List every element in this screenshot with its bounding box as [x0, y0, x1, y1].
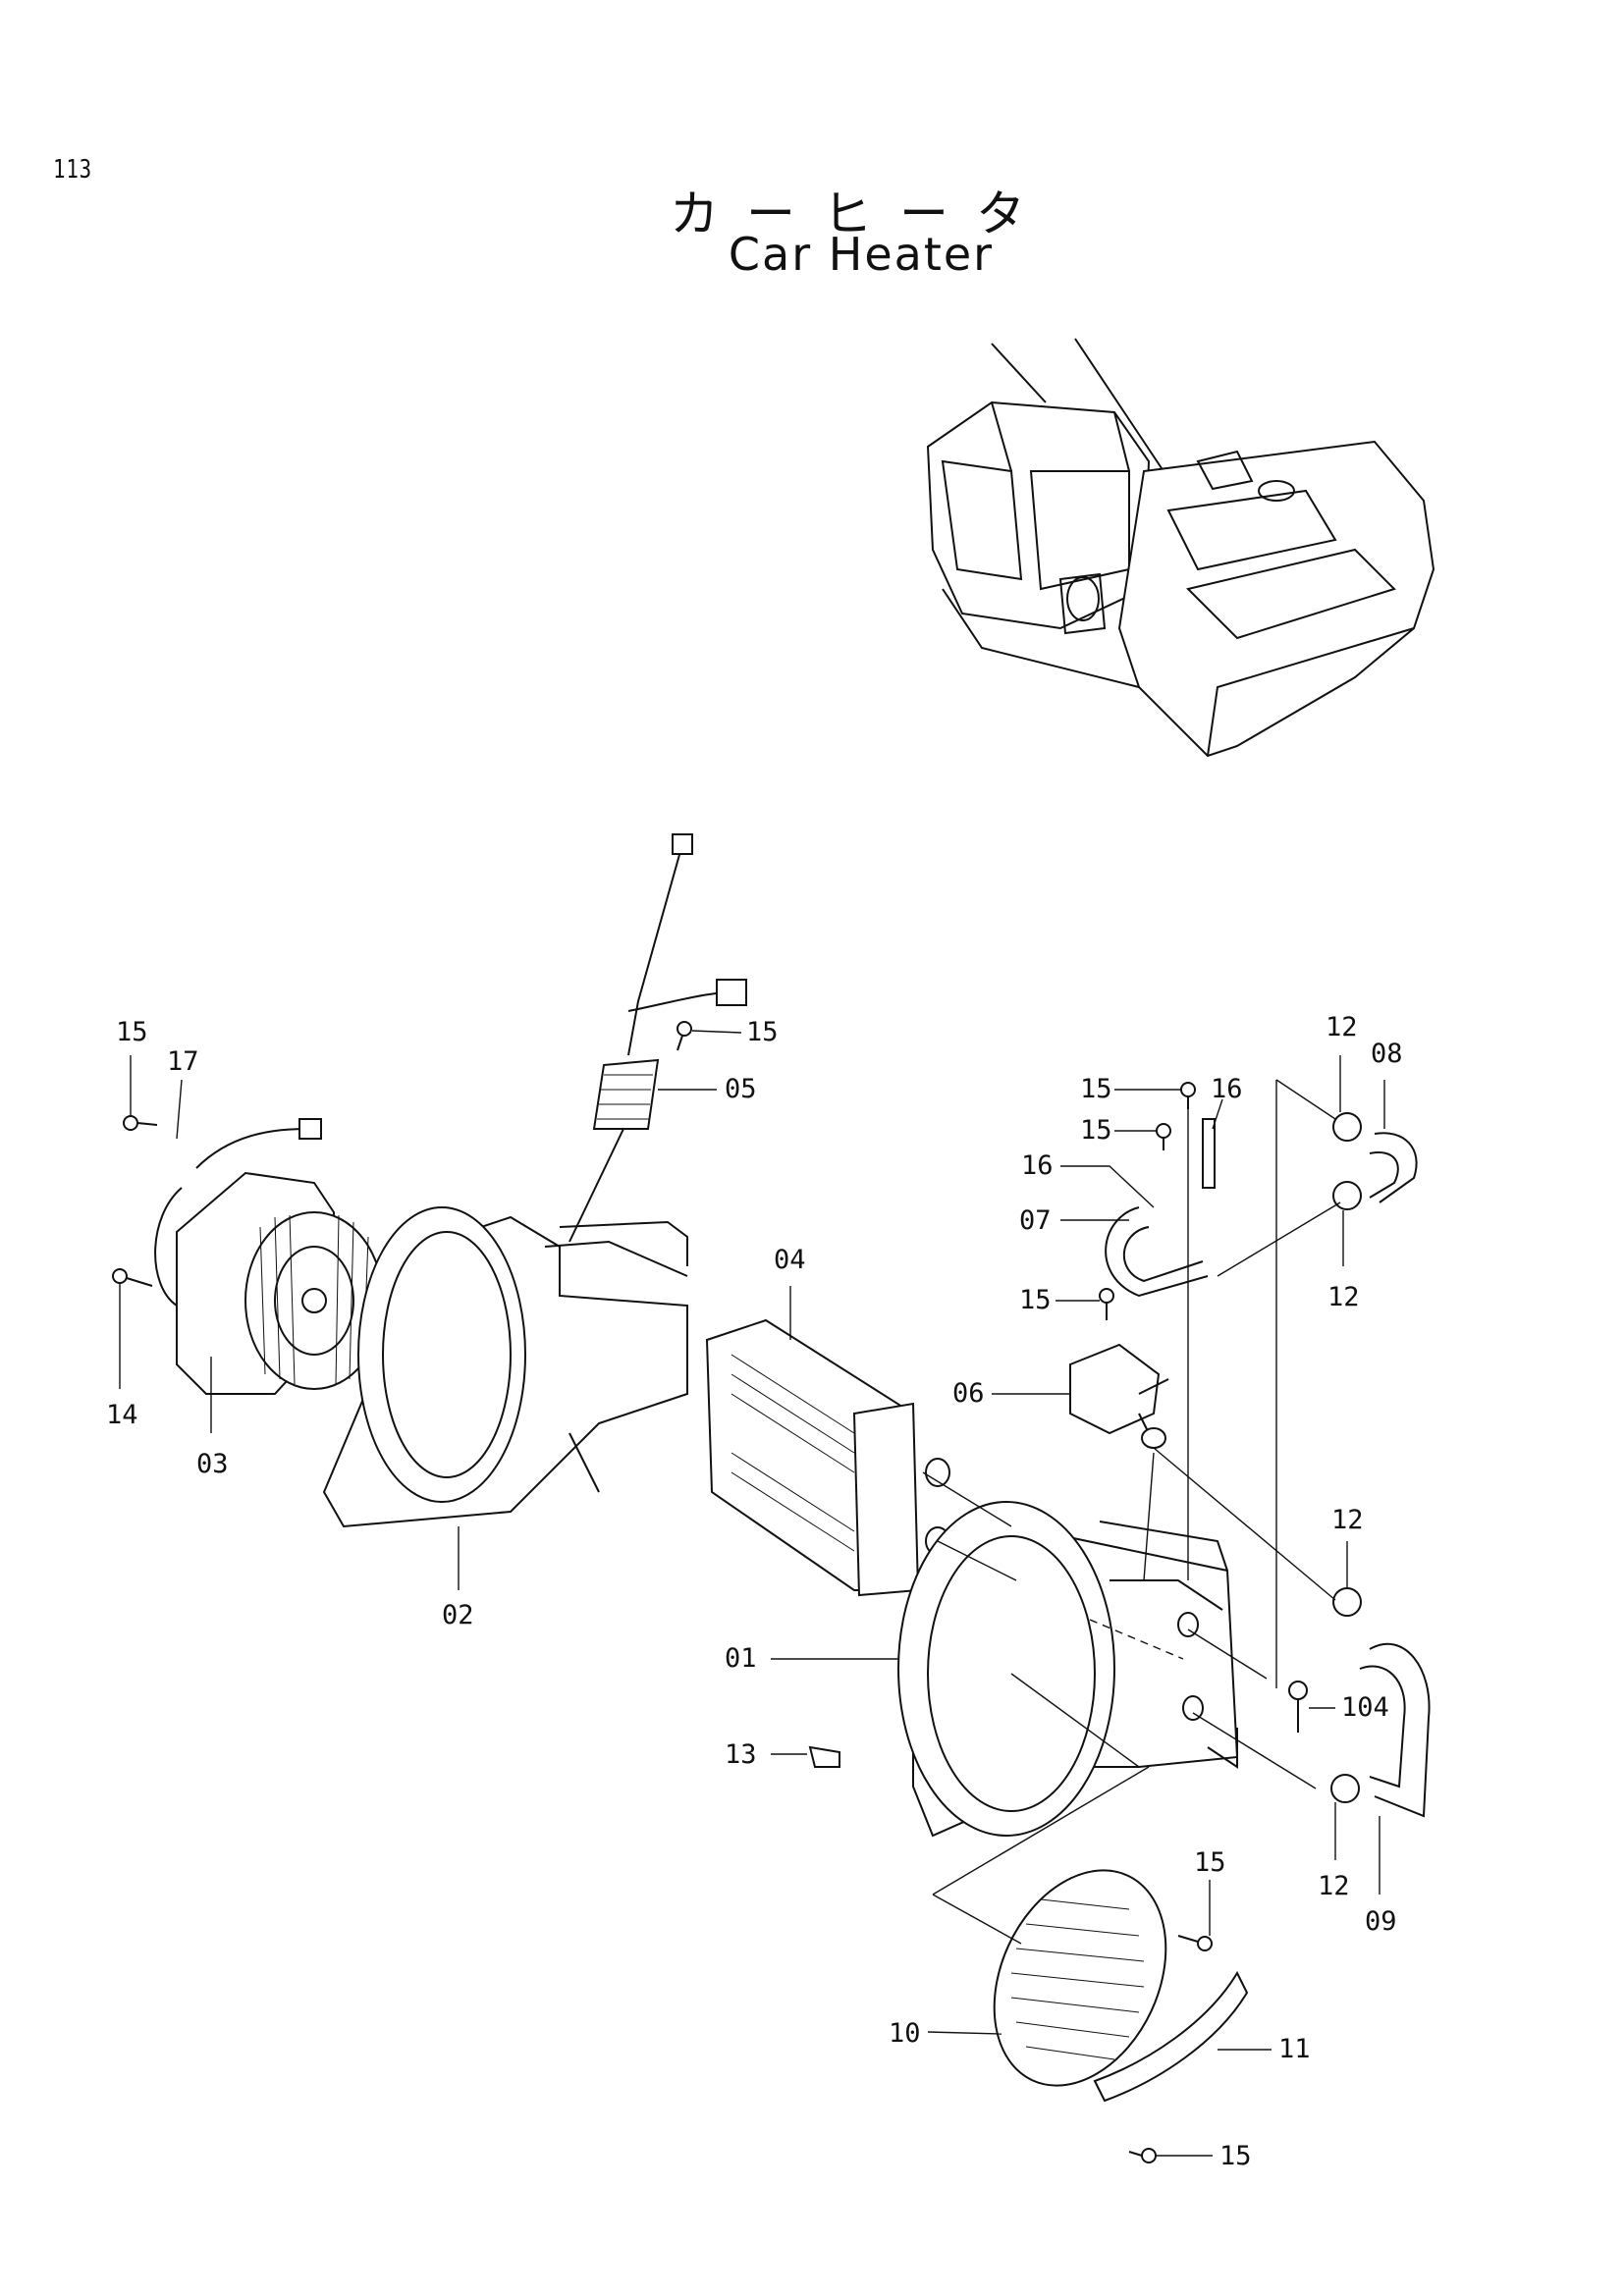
callout-15-grille: 15 [1194, 1847, 1226, 1878]
cover-11 [1093, 1970, 1249, 2103]
hose-07 [1105, 1118, 1216, 1298]
hose-clamp-12-lower [1330, 1774, 1360, 1803]
assembly-guide-lines [922, 1079, 1341, 1945]
callout-15-valve: 15 [1019, 1285, 1052, 1315]
hose-clamp-12-upper [1332, 1181, 1362, 1210]
callout-01: 01 [725, 1643, 757, 1674]
callout-15-cover: 15 [1219, 2141, 1252, 2171]
callout-12-upper: 12 [1327, 1282, 1360, 1312]
callout-12-mid: 12 [1331, 1505, 1364, 1535]
leader-lines [119, 1030, 1385, 2157]
callout-04: 04 [774, 1245, 806, 1275]
hose-09 [1359, 1642, 1431, 1818]
callout-labels: 15 17 14 03 02 15 05 04 15 16 15 16 07 1… [106, 1012, 1403, 2171]
page-number: 113 [53, 155, 92, 185]
callout-17: 17 [167, 1046, 199, 1077]
heater-case-01 [897, 1501, 1239, 1838]
callout-10: 10 [889, 2018, 921, 2049]
callout-12-lower: 12 [1318, 1871, 1350, 1901]
callout-08: 08 [1371, 1039, 1403, 1069]
bolt-15-valve-mid [1156, 1123, 1171, 1150]
callout-02: 02 [442, 1600, 474, 1630]
grille-10 [993, 1869, 1167, 2087]
callout-104: 104 [1341, 1692, 1389, 1723]
callout-14: 14 [106, 1400, 138, 1430]
heater-core-04 [705, 1318, 950, 1597]
bolt-104 [1288, 1681, 1308, 1733]
callout-16-left: 16 [1021, 1150, 1054, 1181]
callout-05: 05 [725, 1074, 757, 1104]
callout-11: 11 [1278, 2034, 1311, 2064]
bolt-15-sensor [677, 1021, 692, 1051]
callout-15-fan-bolt: 15 [116, 1017, 148, 1047]
hose-clamp-12-mid [1332, 1587, 1362, 1617]
heater-case-half-02 [322, 1206, 688, 1528]
bolt-15-cover [1128, 2148, 1157, 2163]
bolt-15-fan [123, 1115, 158, 1131]
callout-03: 03 [196, 1449, 229, 1479]
page-title-english: Car Heater [728, 228, 995, 281]
bolt-15-grille [1177, 1935, 1213, 1951]
blower-fan-motor-assembly [154, 1118, 384, 1395]
callout-13: 13 [725, 1739, 757, 1770]
callout-12-top: 12 [1326, 1012, 1358, 1042]
callout-07: 07 [1019, 1205, 1052, 1236]
bolt-14 [112, 1268, 153, 1287]
callout-15-valve-top: 15 [1080, 1074, 1112, 1104]
hose-08 [1369, 1132, 1418, 1203]
bolt-15-valve [1099, 1288, 1114, 1320]
page-title-japanese: カーヒータ [670, 186, 1053, 242]
callout-15-valve-mid: 15 [1080, 1115, 1112, 1146]
excavator-overview-illustration [926, 338, 1435, 758]
callout-16-right: 16 [1211, 1074, 1243, 1104]
water-valve-06 [1069, 1343, 1169, 1449]
callout-09: 09 [1365, 1906, 1397, 1937]
callout-06: 06 [952, 1378, 985, 1409]
clip-13 [808, 1745, 840, 1768]
hose-clamp-12-top [1332, 1112, 1362, 1142]
thermo-sensor-05 [568, 833, 747, 1243]
callout-15-sensor-bolt: 15 [746, 1017, 779, 1047]
